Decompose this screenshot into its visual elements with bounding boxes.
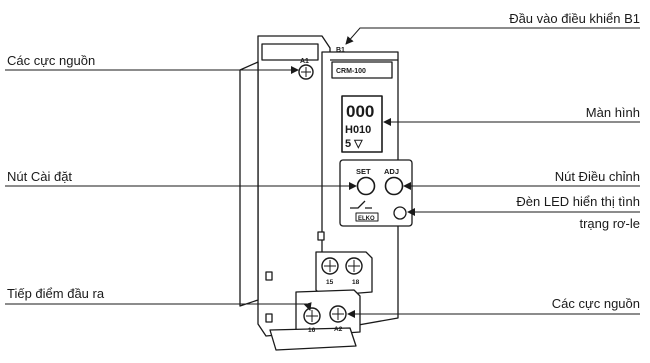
terminal-15-label: 15	[326, 279, 334, 286]
model-text: CRM-100	[336, 68, 366, 75]
set-button-label: SET	[356, 167, 371, 176]
terminal-16-label: 16	[308, 327, 316, 334]
label-display: Màn hình	[586, 105, 640, 120]
relay-led	[394, 207, 406, 219]
terminal-a2-label: A2	[334, 326, 343, 333]
label-control-input-b1: Đầu vào điều khiển B1	[509, 11, 640, 26]
label-output-contacts: Tiếp điểm đầu ra	[7, 286, 104, 301]
label-led-line-2: trạng rơ-le	[579, 216, 640, 231]
terminal-a1-label: A1	[300, 58, 309, 65]
label-set-button: Nút Cài đặt	[7, 169, 72, 184]
screen-line-2: H010	[345, 124, 371, 136]
callout-line-b1	[346, 28, 640, 44]
adj-button-label: ADJ	[384, 167, 399, 176]
terminal-18-label: 18	[352, 279, 360, 286]
brand-text: ELKO	[358, 216, 375, 222]
screen-line-3: 5 ▽	[345, 138, 363, 150]
terminal-block-upper	[316, 252, 372, 296]
set-button	[358, 178, 375, 195]
screen-line-1: 000	[346, 102, 374, 121]
adj-button	[386, 178, 403, 195]
label-power-terminals-top: Các cực nguồn	[7, 53, 95, 68]
terminal-b1-label: B1	[336, 47, 345, 54]
label-power-terminals-bottom: Các cực nguồn	[552, 296, 640, 311]
din-clip	[240, 62, 258, 306]
label-led-line-1: Đèn LED hiển thị tình	[516, 194, 640, 209]
label-adj-button: Nút Điều chỉnh	[555, 169, 640, 184]
